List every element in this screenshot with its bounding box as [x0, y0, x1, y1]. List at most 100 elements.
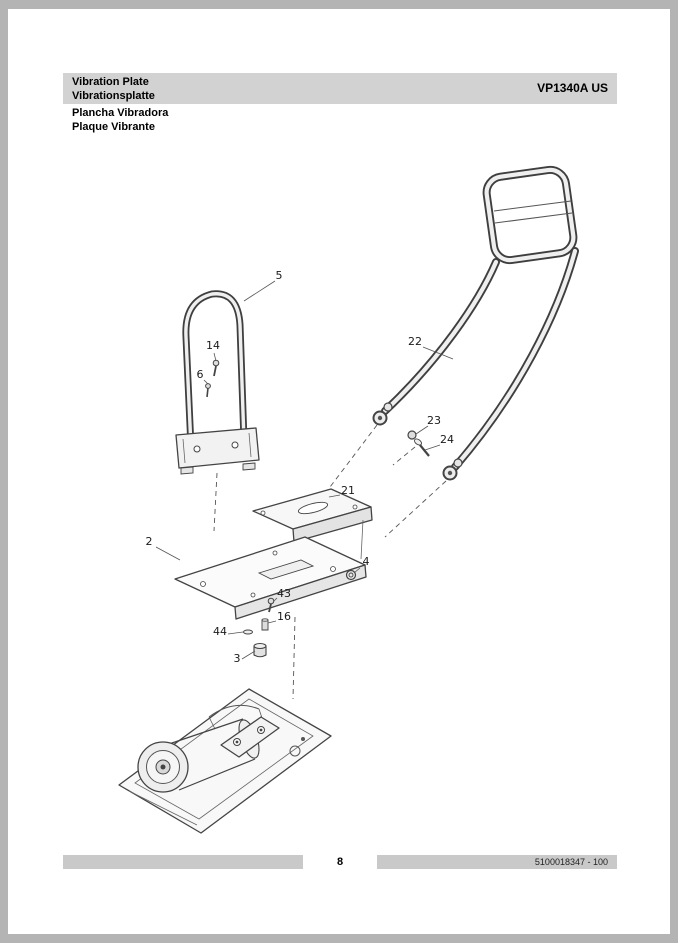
screw-6-drawing: [205, 383, 211, 398]
nut-hole: [348, 572, 354, 578]
pad-hole-center: [235, 740, 239, 744]
leader-line: [213, 352, 217, 362]
exciter-top-line: [168, 718, 244, 745]
page-number: 8: [303, 855, 377, 869]
plate-hole: [200, 581, 206, 587]
leader-line: [227, 631, 244, 635]
plate-hole: [250, 592, 256, 598]
nut-body: [345, 569, 357, 581]
footer-bar-left: [63, 855, 303, 869]
grip-loop: [482, 165, 578, 265]
callout-5: 5: [243, 269, 283, 302]
leader-line: [155, 546, 181, 561]
screw-head: [205, 383, 211, 389]
plate-slot: [257, 559, 315, 580]
baseplate-lip: [134, 698, 314, 820]
axis-guard-to-plate: [213, 472, 218, 532]
bolt-16-drawing: [261, 618, 269, 631]
callout-label: 5: [276, 269, 283, 282]
leader-line: [203, 379, 209, 385]
screw-shaft: [206, 387, 209, 398]
manual-page: Vibration Plate Vibrationsplatte VP1340A…: [8, 9, 670, 934]
detail-line: [360, 519, 364, 560]
tube-rear-highlight: [452, 248, 578, 470]
bolt-43-drawing: [267, 597, 275, 613]
callout-label: 6: [197, 368, 204, 381]
leader-line: [267, 620, 277, 624]
callout-label: 23: [427, 414, 441, 427]
leader-line: [273, 597, 278, 602]
washer: [413, 438, 423, 446]
leader-line: [243, 280, 276, 302]
handlebar-drawing: [372, 165, 579, 481]
plate-front-face: [234, 564, 367, 620]
detail-line: [182, 438, 186, 464]
callout-label: 24: [440, 433, 454, 446]
console-hole: [352, 504, 358, 510]
callout-24: 24: [424, 433, 454, 451]
baseplate-outline: [118, 688, 332, 834]
leader-line: [328, 494, 341, 498]
hinge-eye-hole: [377, 415, 383, 421]
bracket-hole: [193, 445, 201, 453]
pad-hole-center: [259, 728, 263, 732]
callout-label: 4: [363, 555, 370, 568]
tube-front-highlight: [382, 259, 499, 414]
grip-loop-highlight: [484, 167, 576, 263]
hinge-eye-hole: [447, 470, 453, 476]
callout-23: 23: [415, 414, 441, 435]
hinge-eye-lobe: [383, 402, 393, 412]
bolt-shaft: [213, 365, 217, 377]
bolt-14-drawing: [212, 359, 220, 377]
title-de: Vibrationsplatte: [72, 90, 155, 102]
callout-label: 22: [408, 335, 422, 348]
washer-44-drawing: [243, 629, 253, 635]
bracket-foot: [242, 462, 256, 471]
bracket-foot: [180, 466, 194, 475]
bolt-top: [261, 618, 269, 622]
detail-line: [208, 716, 216, 730]
model-number: VP1340A US: [537, 81, 608, 95]
mount-pad: [220, 716, 280, 758]
exploded-parts-diagram: 5 14 6 22 23 24: [63, 139, 617, 851]
page-title-block-lower: Plancha Vibradora Plaque Vibrante: [72, 106, 168, 134]
callout-label: 21: [341, 484, 355, 497]
strap-line: [493, 200, 572, 212]
tube-front: [381, 258, 500, 415]
bolt-head: [267, 597, 275, 605]
callout-label: 43: [277, 587, 291, 600]
callout-label: 2: [146, 535, 153, 548]
console-hole: [260, 510, 266, 516]
axis-plate-to-baseplate: [292, 616, 296, 700]
callout-43: 43: [273, 587, 291, 602]
callout-6: 6: [197, 368, 209, 385]
callout-44: 44: [213, 625, 244, 638]
callout-21: 21: [328, 484, 355, 498]
baseplate-drawing: [118, 688, 332, 834]
footer: 8 5100018347 - 100: [63, 855, 617, 869]
plate-hole: [330, 566, 336, 572]
console-front-face: [292, 506, 373, 543]
exciter-bottom-line: [178, 758, 256, 791]
detail-line: [128, 790, 198, 826]
detail-line: [248, 432, 252, 458]
mount-top: [253, 642, 267, 650]
leader-line: [422, 346, 454, 360]
nut-4-drawing: [345, 569, 357, 581]
parts-diagram-svg: 5 14 6 22 23 24: [118, 165, 579, 834]
plate-hole: [272, 550, 278, 556]
guard-bracket: [175, 427, 260, 469]
callout-label: 16: [277, 610, 291, 623]
leader-line: [241, 650, 256, 660]
callout-2: 2: [146, 535, 181, 561]
mount-3-drawing: [253, 642, 267, 658]
tube-rear: [451, 247, 579, 471]
exciter-shaft: [160, 764, 166, 770]
callout-22: 22: [408, 335, 454, 360]
leader-line: [424, 444, 441, 451]
detail-hole: [301, 737, 305, 741]
callout-3: 3: [234, 650, 256, 665]
bolt-head: [212, 359, 220, 367]
title-es: Plancha Vibradora: [72, 107, 169, 119]
title-en: Vibration Plate: [72, 76, 149, 88]
